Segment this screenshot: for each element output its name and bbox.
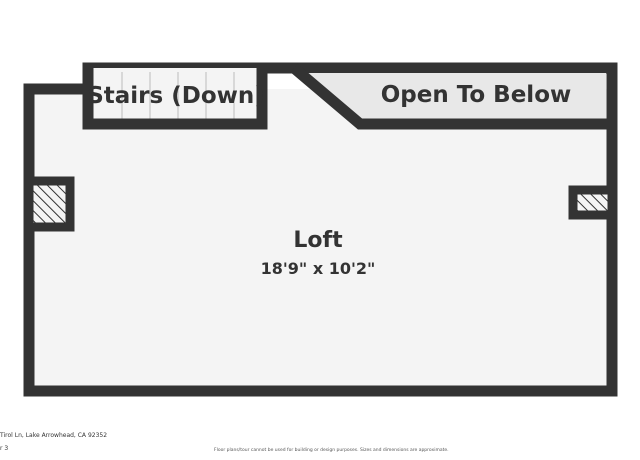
open-to-below-wall [290,63,612,130]
footer-address: Tirol Ln, Lake Arrowhead, CA 92352 [0,432,108,439]
left-column [24,176,75,232]
footer-disclaimer: Floor plans/tour cannot be used for buil… [214,448,449,453]
loft-floor [29,89,612,391]
room-name-loft: Loft [293,228,343,253]
stairs-wall [82,68,268,130]
stairs-label: Stairs (Down) [87,83,265,109]
stairs-area [88,68,258,124]
open-to-below-area [304,73,606,120]
room-dimensions-loft: 18'9" x 10'2" [261,259,376,278]
stair-treads [121,72,235,120]
footer-floor: r 3 [0,445,9,452]
open-to-below-label: Open To Below [381,82,572,108]
right-column [568,185,617,220]
